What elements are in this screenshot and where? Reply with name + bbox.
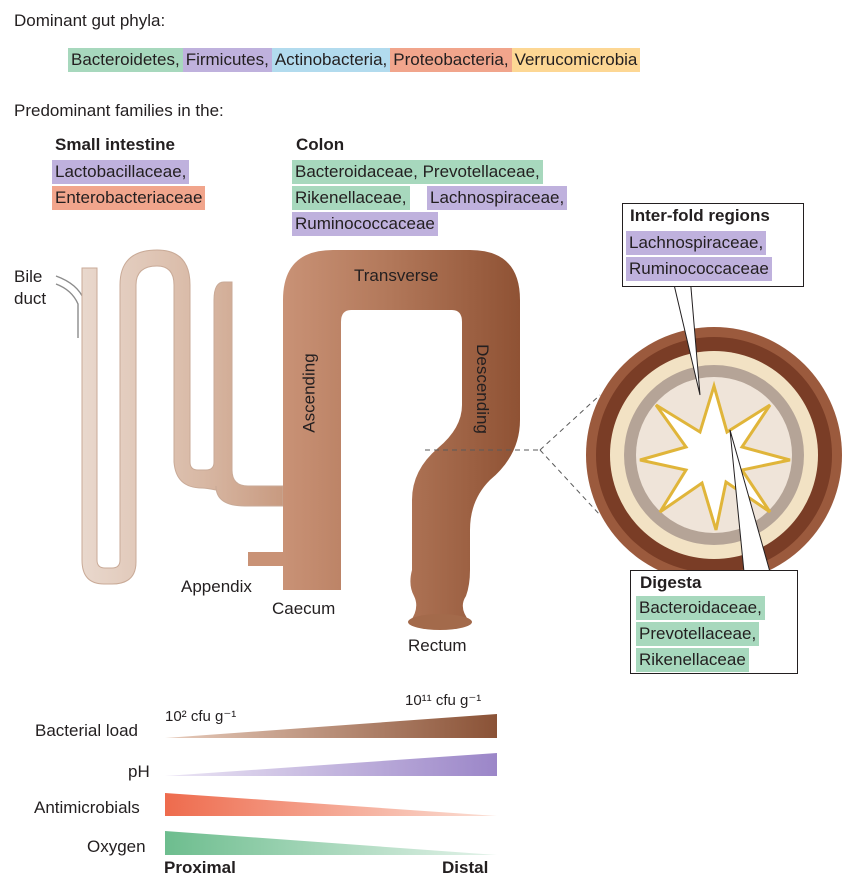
rectum-label: Rectum [408, 635, 467, 657]
oxygen-wedge [165, 831, 497, 855]
appendix-label: Appendix [181, 576, 252, 598]
digesta-family-2: Prevotellaceae, [636, 622, 759, 646]
interfold-family-1: Lachnospiraceae, [626, 231, 766, 255]
descending-label: Descending [471, 344, 493, 434]
antimicrobials-wedge [165, 793, 497, 816]
interfold-family-2: Ruminococcaceae [626, 257, 772, 281]
digesta-family-3: Rikenellaceae [636, 648, 749, 672]
caecum-label: Caecum [272, 598, 335, 620]
distal-label: Distal [442, 857, 488, 879]
bacterial-load-label: Bacterial load [35, 720, 138, 742]
colon-cross-section [586, 327, 842, 583]
digesta-title: Digesta [640, 572, 701, 594]
proximal-label: Proximal [164, 857, 236, 879]
bacterial-load-low: 10² cfu g⁻¹ [165, 706, 236, 728]
oxygen-label: Oxygen [87, 836, 146, 858]
ph-wedge [165, 753, 497, 776]
bile-duct-label-2: duct [14, 288, 46, 310]
digesta-family-1: Bacteroidaceae, [636, 596, 765, 620]
ascending-label: Ascending [299, 353, 321, 432]
transverse-label: Transverse [354, 265, 438, 287]
lumen-folds [640, 386, 790, 530]
ph-label: pH [128, 761, 150, 783]
bacterial-load-high: 10¹¹ cfu g⁻¹ [405, 690, 481, 712]
colon [283, 250, 520, 622]
bile-duct [56, 276, 84, 334]
interfold-title: Inter-fold regions [630, 205, 770, 227]
bile-duct-label-1: Bile [14, 266, 42, 288]
appendix [248, 552, 288, 566]
antimicrobials-label: Antimicrobials [34, 797, 140, 819]
